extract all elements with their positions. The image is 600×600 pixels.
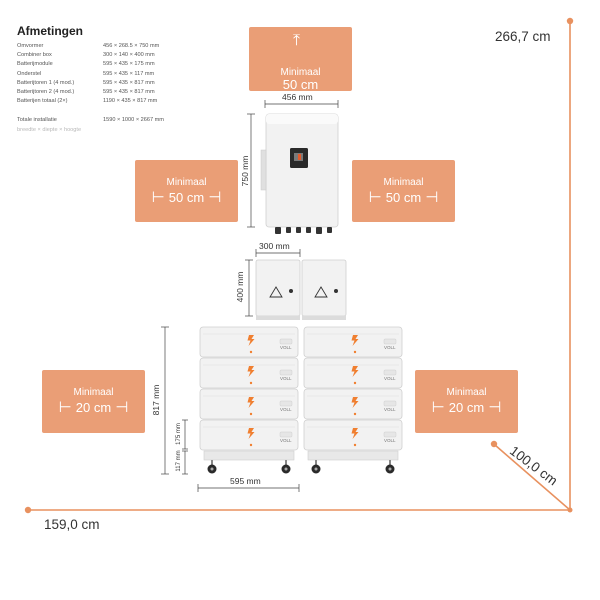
spec-row-label: Batterijen totaal (2×) (17, 98, 68, 105)
clearance-box-top: ⤒ Minimaal 50 cm (249, 27, 352, 92)
clearance-top-value: 50 cm (282, 77, 319, 92)
arrow-left-icon: ⊢ (151, 189, 165, 206)
battery-module: VOLL (303, 419, 403, 451)
battery-tower-left: VOLL VOLL VOLL VOLL (199, 326, 299, 474)
clearance-box-inverter-right: Minimaal ⊢ 50 cm ⊣ (352, 160, 455, 222)
spec-total-row: Totale installatie 1590 × 1000 × 2667 mm (17, 117, 164, 123)
spec-row-value: 595 × 435 × 817 mm (103, 89, 155, 96)
clearance-box-battery-right: Minimaal ⊢ 20 cm ⊣ (415, 370, 518, 433)
clearance-battery-left-value: 20 cm (75, 400, 112, 415)
arrow-right-icon: ⊣ (208, 189, 222, 206)
spec-row-value: 595 × 435 × 117 mm (103, 70, 155, 77)
dimension-dot-top (566, 17, 574, 25)
spec-row: Batterijmodule 595 × 435 × 175 mm (17, 60, 159, 69)
tower-width-label: 595 mm (230, 476, 261, 486)
clearance-battery-left-label: Minimaal (73, 387, 114, 398)
spec-row-label: Batterijtoren 1 (4 mod.) (17, 79, 75, 86)
spec-row: Batterijtoren 1 (4 mod.) 595 × 435 × 817 … (17, 79, 159, 88)
module-brand-label: VOLL (280, 407, 292, 412)
clearance-battery-right-label: Minimaal (446, 387, 487, 398)
overall-dimension-lines (24, 17, 574, 514)
battery-module: VOLL (199, 419, 299, 451)
spec-row: Combiner box 300 × 140 × 400 mm (17, 51, 159, 60)
spec-row-value: 595 × 435 × 175 mm (103, 61, 155, 68)
combiner-box-right (301, 259, 347, 320)
arrow-right-icon: ⊣ (488, 399, 502, 416)
spec-row: Batterijen totaal (2×) 1190 × 435 × 817 m… (17, 97, 159, 106)
clearance-inverter-right-label: Minimaal (383, 177, 424, 188)
clearance-battery-right-value: 20 cm (448, 400, 485, 415)
module-brand-label: VOLL (384, 407, 396, 412)
arrow-left-icon: ⊢ (368, 189, 382, 206)
module-brand-label: VOLL (384, 376, 396, 381)
module-brand-label: VOLL (384, 438, 396, 443)
spec-total-label: Totale installatie (17, 117, 57, 123)
clearance-box-battery-left: Minimaal ⊢ 20 cm ⊣ (42, 370, 145, 433)
spec-table: Omvormer 456 × 268.5 × 750 mm Combiner box… (17, 42, 159, 106)
total-height-label: 266,7 cm (495, 29, 551, 44)
dimension-dot-left (24, 506, 32, 514)
module-brand-label: VOLL (384, 345, 396, 350)
dimension-dot-depth (490, 440, 498, 448)
clearance-inverter-left-label: Minimaal (166, 177, 207, 188)
spec-row: Omvormer 456 × 268.5 × 750 mm (17, 42, 159, 51)
arrow-right-icon: ⊣ (115, 399, 129, 416)
warning-icon (269, 286, 283, 298)
spec-row: Onderstel 595 × 435 × 117 mm (17, 70, 159, 79)
battery-base (307, 450, 399, 474)
spec-row-value: 300 × 140 × 400 mm (103, 52, 155, 59)
inverter (260, 113, 339, 234)
clearance-inverter-left-value: 50 cm (168, 190, 205, 205)
warning-icon (314, 286, 328, 298)
clearance-top-label: Minimaal (280, 67, 321, 78)
base-height-label: 117 mm (176, 450, 182, 472)
total-depth-line (494, 444, 571, 511)
total-width-label: 159,0 cm (44, 517, 100, 532)
combiner-box-left (255, 259, 301, 320)
module-brand-label: VOLL (280, 376, 292, 381)
inverter-connectors (275, 227, 332, 234)
spec-row-value: 1190 × 435 × 817 mm (103, 98, 158, 105)
arrow-right-icon: ⊣ (425, 189, 439, 206)
module-height-label: 175 mm (176, 423, 182, 445)
battery-module: VOLL (303, 357, 403, 389)
spec-row-label: Omvormer (17, 43, 44, 49)
battery-tower-right: VOLL VOLL VOLL VOLL (303, 326, 403, 474)
clearance-box-inverter-left: Minimaal ⊢ 50 cm ⊣ (135, 160, 238, 222)
battery-base (203, 450, 295, 474)
battery-module: VOLL (199, 326, 299, 358)
measurement-lines (161, 100, 339, 492)
battery-module: VOLL (303, 326, 403, 358)
arrow-left-icon: ⊢ (58, 399, 72, 416)
spec-row-value: 456 × 268.5 × 750 mm (103, 43, 160, 49)
combiner-width-label: 300 mm (259, 241, 290, 251)
spec-row-label: Batterijmodule (17, 61, 53, 68)
spec-total-value: 1590 × 1000 × 2667 mm (103, 117, 164, 123)
spec-row-value: 595 × 435 × 817 mm (103, 79, 155, 86)
inverter-height-label: 750 mm (240, 155, 250, 187)
clearance-inverter-right-value: 50 cm (385, 190, 422, 205)
arrow-up-icon: ⤒ (293, 32, 301, 49)
arrow-left-icon: ⊢ (431, 399, 445, 416)
module-brand-label: VOLL (280, 438, 292, 443)
spec-note: breedte × diepte × hoogte (17, 127, 82, 133)
battery-module: VOLL (199, 388, 299, 420)
inverter-width-label: 456 mm (282, 92, 313, 102)
combiner-height-label: 400 mm (235, 271, 245, 303)
battery-tower-height-label: 817 mm (151, 384, 161, 416)
battery-module: VOLL (303, 388, 403, 420)
spec-title: Afmetingen (17, 24, 83, 38)
spec-row-label: Onderstel (17, 70, 42, 77)
spec-row-label: Batterijtoren 2 (4 mod.) (17, 89, 75, 96)
module-brand-label: VOLL (280, 345, 292, 350)
dimension-dot-corner (567, 507, 573, 513)
spec-row: Batterijtoren 2 (4 mod.) 595 × 435 × 817 … (17, 88, 159, 97)
spec-row-label: Combiner box (17, 52, 52, 59)
battery-module: VOLL (199, 357, 299, 389)
